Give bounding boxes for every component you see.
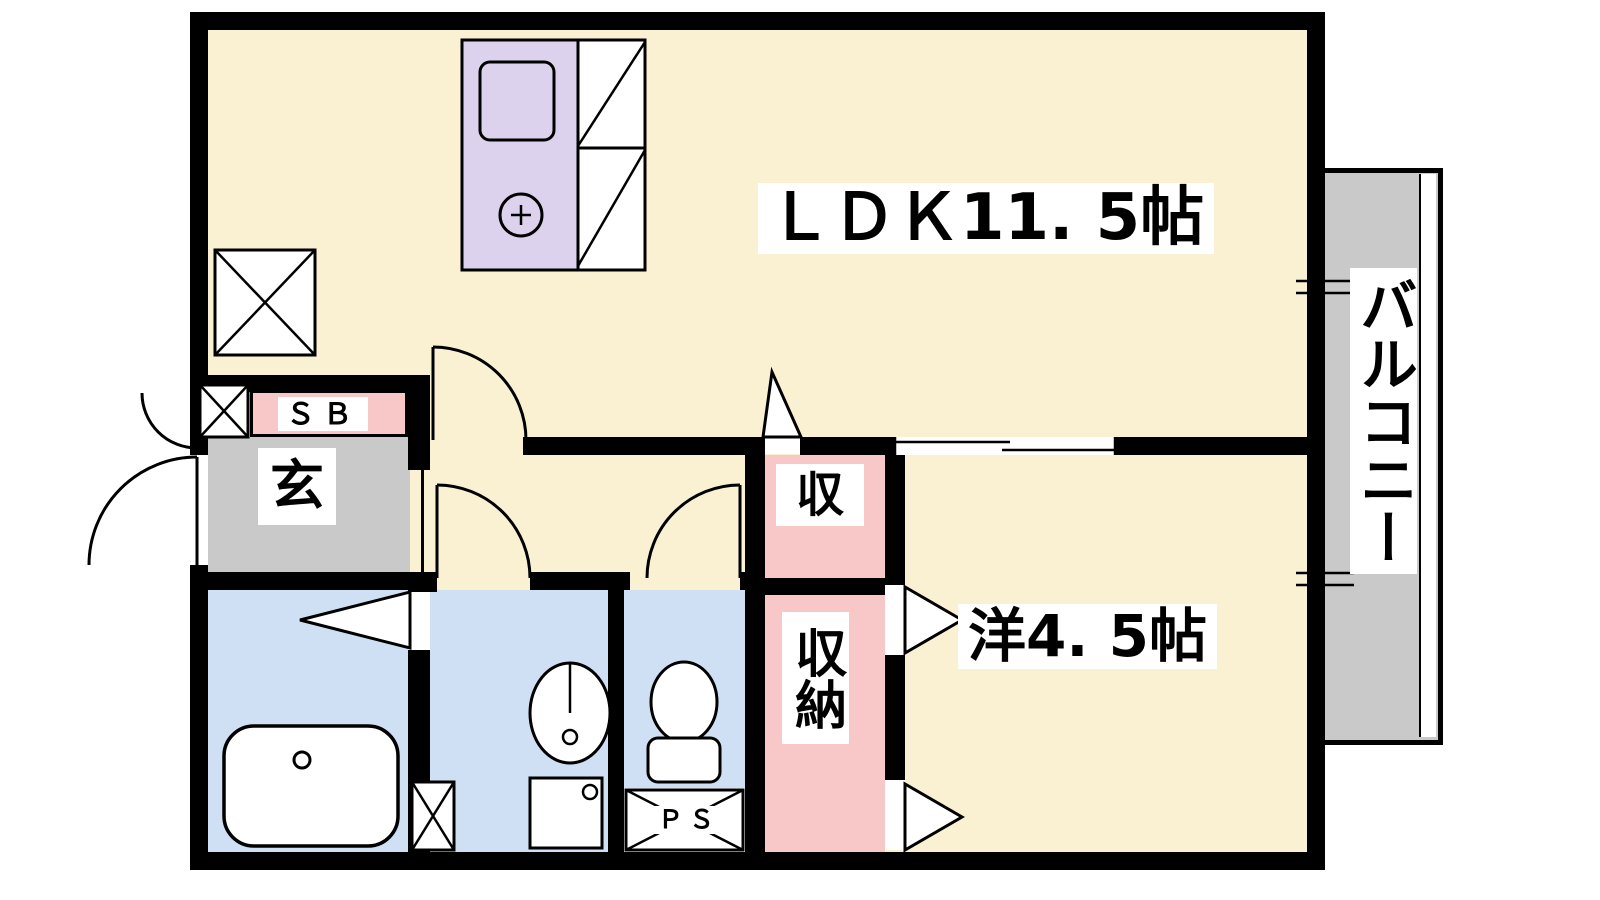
wall-mid-b bbox=[800, 437, 895, 455]
wall-mid-a bbox=[523, 437, 765, 455]
wall-closet-mid bbox=[765, 578, 885, 595]
wall-closet-left bbox=[745, 437, 765, 852]
bathroom-door-triangle bbox=[299, 590, 412, 650]
pillar-box-washroom bbox=[410, 780, 456, 852]
wall-outer-right bbox=[1307, 12, 1325, 870]
wall-outer-left-upper bbox=[190, 12, 208, 455]
wall-entrance-bath bbox=[190, 572, 428, 590]
entrance-door-arc bbox=[87, 392, 199, 566]
wall-vert-main-upper bbox=[408, 375, 430, 470]
washroom-door-arc bbox=[435, 483, 532, 579]
refrigerator-space bbox=[576, 38, 647, 272]
shoe-box-label: ＳＢ bbox=[278, 397, 369, 432]
washing-machine-space bbox=[213, 248, 317, 357]
wall-outer-left-lower bbox=[190, 565, 208, 870]
wall-closet-right-upper bbox=[885, 437, 905, 585]
washing-machine-pan bbox=[528, 776, 604, 850]
door-openings bbox=[408, 438, 905, 850]
closet-upper-door-triangle bbox=[761, 366, 804, 439]
closet-lower-label: 収納 bbox=[782, 612, 849, 744]
washbasin bbox=[528, 661, 612, 765]
bathtub bbox=[222, 724, 400, 848]
wall-washroom-toilet bbox=[608, 572, 624, 852]
closet-upper-label: 収 bbox=[776, 464, 865, 527]
western-room-label: 洋4. 5帖 bbox=[958, 604, 1217, 669]
pipe-space-label: ＰＳ bbox=[652, 806, 727, 835]
balcony-label: バルコニー bbox=[1350, 268, 1418, 574]
wall-hall-bottom-a bbox=[530, 572, 630, 590]
closet-lower-door-triangles bbox=[903, 584, 965, 853]
wall-closet-right-mid bbox=[885, 655, 905, 780]
entrance-step-line bbox=[421, 470, 424, 572]
entrance-label: 玄 bbox=[258, 448, 336, 525]
wall-outer-bottom bbox=[190, 852, 1325, 870]
window-marks-balcony bbox=[1296, 279, 1354, 587]
ldk-door-arc bbox=[431, 345, 528, 441]
balcony-inner-strip bbox=[1419, 174, 1436, 737]
pillar-box-entrance bbox=[198, 383, 250, 439]
ldk-label: ＬＤＫ11. 5帖 bbox=[758, 183, 1215, 255]
toilet-fixture bbox=[646, 660, 722, 784]
window-symbol-mid bbox=[893, 437, 1117, 455]
toilet-door-arc bbox=[645, 483, 742, 579]
wall-outer-top bbox=[190, 12, 1325, 30]
kitchen-unit bbox=[460, 38, 582, 272]
wall-mid-c bbox=[1115, 437, 1307, 455]
